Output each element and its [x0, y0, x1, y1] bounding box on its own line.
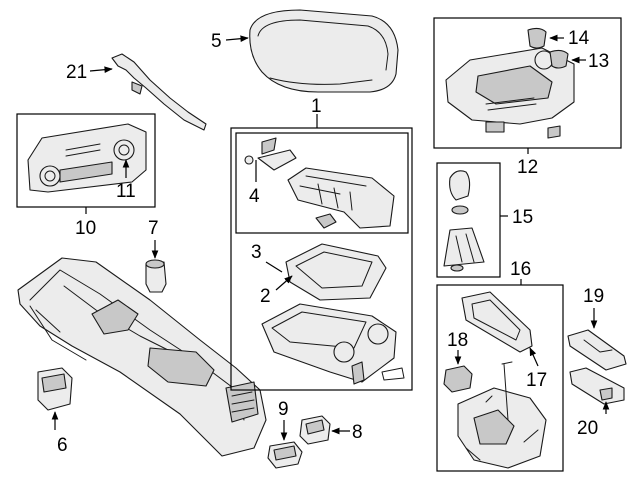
knob-14-part [527, 27, 547, 49]
callout-4: 4 [249, 186, 260, 207]
bezel-17-part [461, 291, 533, 353]
switch-9-part [267, 441, 303, 469]
storage-tray-part [285, 243, 387, 301]
climate-control-part [27, 123, 147, 193]
shift-knob-part [443, 170, 485, 272]
switch-8-part [299, 415, 331, 445]
shifter-mechanism-part [457, 361, 547, 469]
callout-8: 8 [352, 422, 363, 443]
callout-21: 21 [66, 62, 87, 83]
callout-6: 6 [57, 435, 68, 456]
armrest-lid-part [249, 9, 399, 93]
bracket-20-part [569, 367, 625, 405]
leader-21 [89, 66, 113, 74]
callout-17: 17 [526, 370, 547, 391]
callout-15: 15 [512, 207, 533, 228]
callout-5: 5 [211, 31, 222, 52]
hinge-part [287, 167, 395, 229]
callout-2: 2 [260, 286, 271, 307]
callout-7: 7 [148, 218, 159, 239]
storage-box-part [261, 303, 405, 385]
storage-assembly-frame [230, 127, 413, 391]
shift-knob-frame [436, 162, 501, 278]
power-outlet-part [145, 259, 167, 293]
leader-2 [275, 275, 293, 291]
knob-13-part [549, 49, 569, 69]
leader-17 [529, 347, 539, 367]
callout-18: 18 [447, 330, 468, 351]
callout-19: 19 [583, 286, 604, 307]
cover-19-part [567, 329, 627, 371]
gear-selector-frame [436, 284, 564, 472]
center-console-part [17, 257, 267, 457]
trim-strip-part [111, 53, 207, 131]
callout-12: 12 [517, 157, 538, 178]
callout-1: 1 [311, 96, 322, 117]
switch-6-part [37, 367, 73, 411]
switch-18-part [443, 365, 473, 393]
callout-16: 16 [510, 259, 531, 280]
callout-3: 3 [251, 242, 262, 263]
callout-9: 9 [278, 399, 289, 420]
storage-sub-frame [235, 132, 409, 234]
callout-20: 20 [577, 418, 598, 439]
leader-5 [225, 35, 249, 43]
callout-13: 13 [588, 51, 609, 72]
callout-10: 10 [75, 218, 96, 239]
callout-11: 11 [116, 181, 136, 202]
callout-14: 14 [568, 28, 590, 49]
mmi-control-part [445, 47, 575, 139]
bracket-4-part [244, 137, 297, 171]
leader-3 [265, 261, 283, 273]
